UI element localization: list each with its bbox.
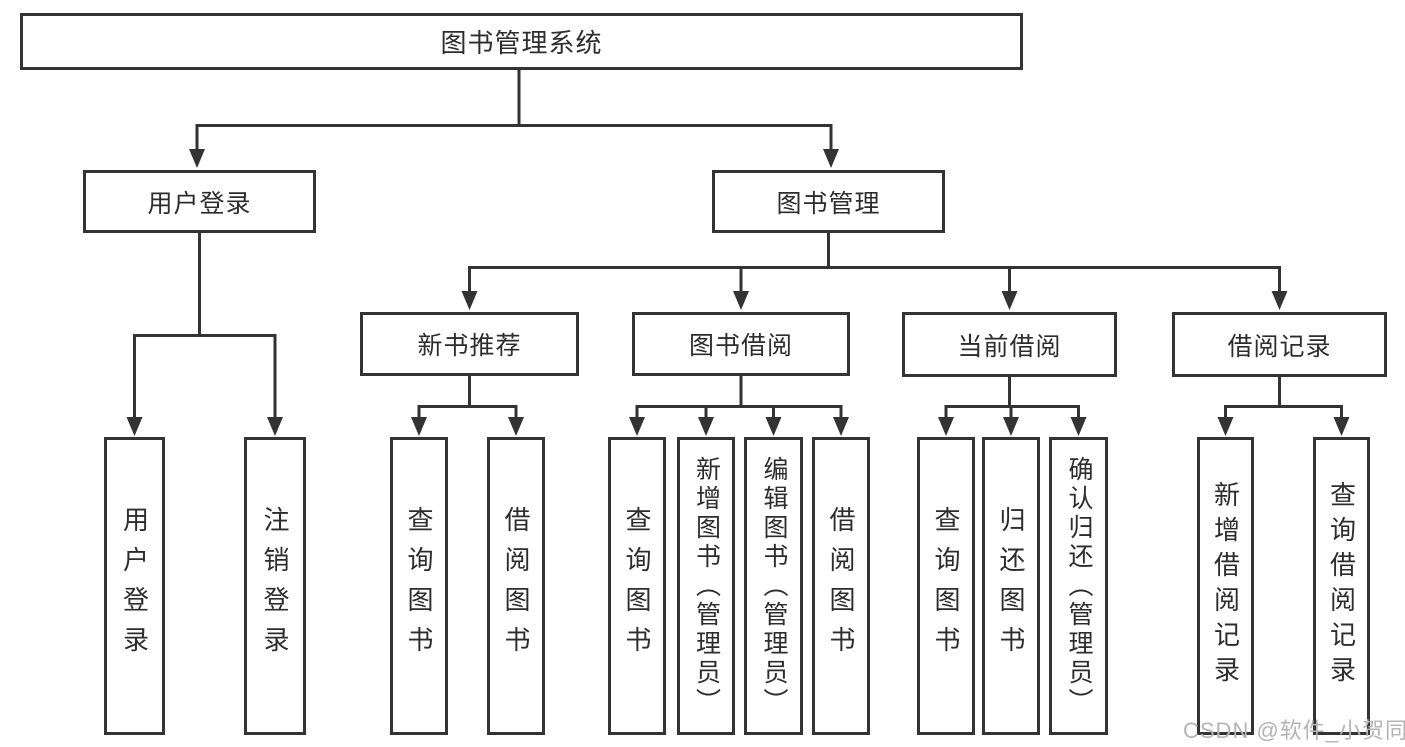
leaf-confirm-return-admin: 确认归还（管理员） <box>1049 437 1108 735</box>
leaf-borrow-books: 借阅图书 <box>487 437 545 735</box>
leaf-label: 确认归还（管理员） <box>1065 455 1093 717</box>
node-book-borrow: 图书借阅 <box>632 312 850 376</box>
leaf-label: 查询图书 <box>404 506 434 666</box>
node-current-borrow: 当前借阅 <box>902 312 1117 377</box>
leaf-label: 用户登录 <box>119 506 150 666</box>
leaf-query-borrow-record: 查询借阅记录 <box>1313 437 1370 735</box>
leaf-label: 借阅图书 <box>826 506 856 666</box>
leaf-return-books: 归还图书 <box>982 437 1040 735</box>
leaf-label: 归还图书 <box>996 506 1026 666</box>
leaf-label: 借阅图书 <box>501 506 531 666</box>
leaf-user-login: 用户登录 <box>104 437 165 735</box>
csdn-watermark: CSDN @软件_小贺同学 <box>1183 718 1405 743</box>
leaf-label: 注销登录 <box>260 506 290 666</box>
leaf-label: 查询借阅记录 <box>1326 481 1357 691</box>
leaf-query-books: 查询图书 <box>608 437 666 735</box>
leaf-label: 查询图书 <box>622 506 652 666</box>
leaf-query-books: 查询图书 <box>390 437 448 735</box>
node-root-library-system: 图书管理系统 <box>20 13 1023 70</box>
leaf-label: 查询图书 <box>931 506 961 666</box>
leaf-add-borrow-record: 新增借阅记录 <box>1197 437 1254 735</box>
leaf-add-book-admin: 新增图书（管理员） <box>677 437 735 735</box>
leaf-label: 新增借阅记录 <box>1210 481 1241 691</box>
leaf-label: 编辑图书（管理员） <box>760 455 788 717</box>
node-new-book-recommend: 新书推荐 <box>360 312 579 376</box>
leaf-query-books: 查询图书 <box>917 437 975 735</box>
leaf-label: 新增图书（管理员） <box>692 455 721 717</box>
leaf-edit-book-admin: 编辑图书（管理员） <box>744 437 803 735</box>
node-book-management: 图书管理 <box>712 170 945 233</box>
leaf-logout: 注销登录 <box>244 437 306 735</box>
node-user-login: 用户登录 <box>83 170 316 233</box>
leaf-borrow-books: 借阅图书 <box>812 437 870 735</box>
node-borrow-records: 借阅记录 <box>1172 312 1387 377</box>
